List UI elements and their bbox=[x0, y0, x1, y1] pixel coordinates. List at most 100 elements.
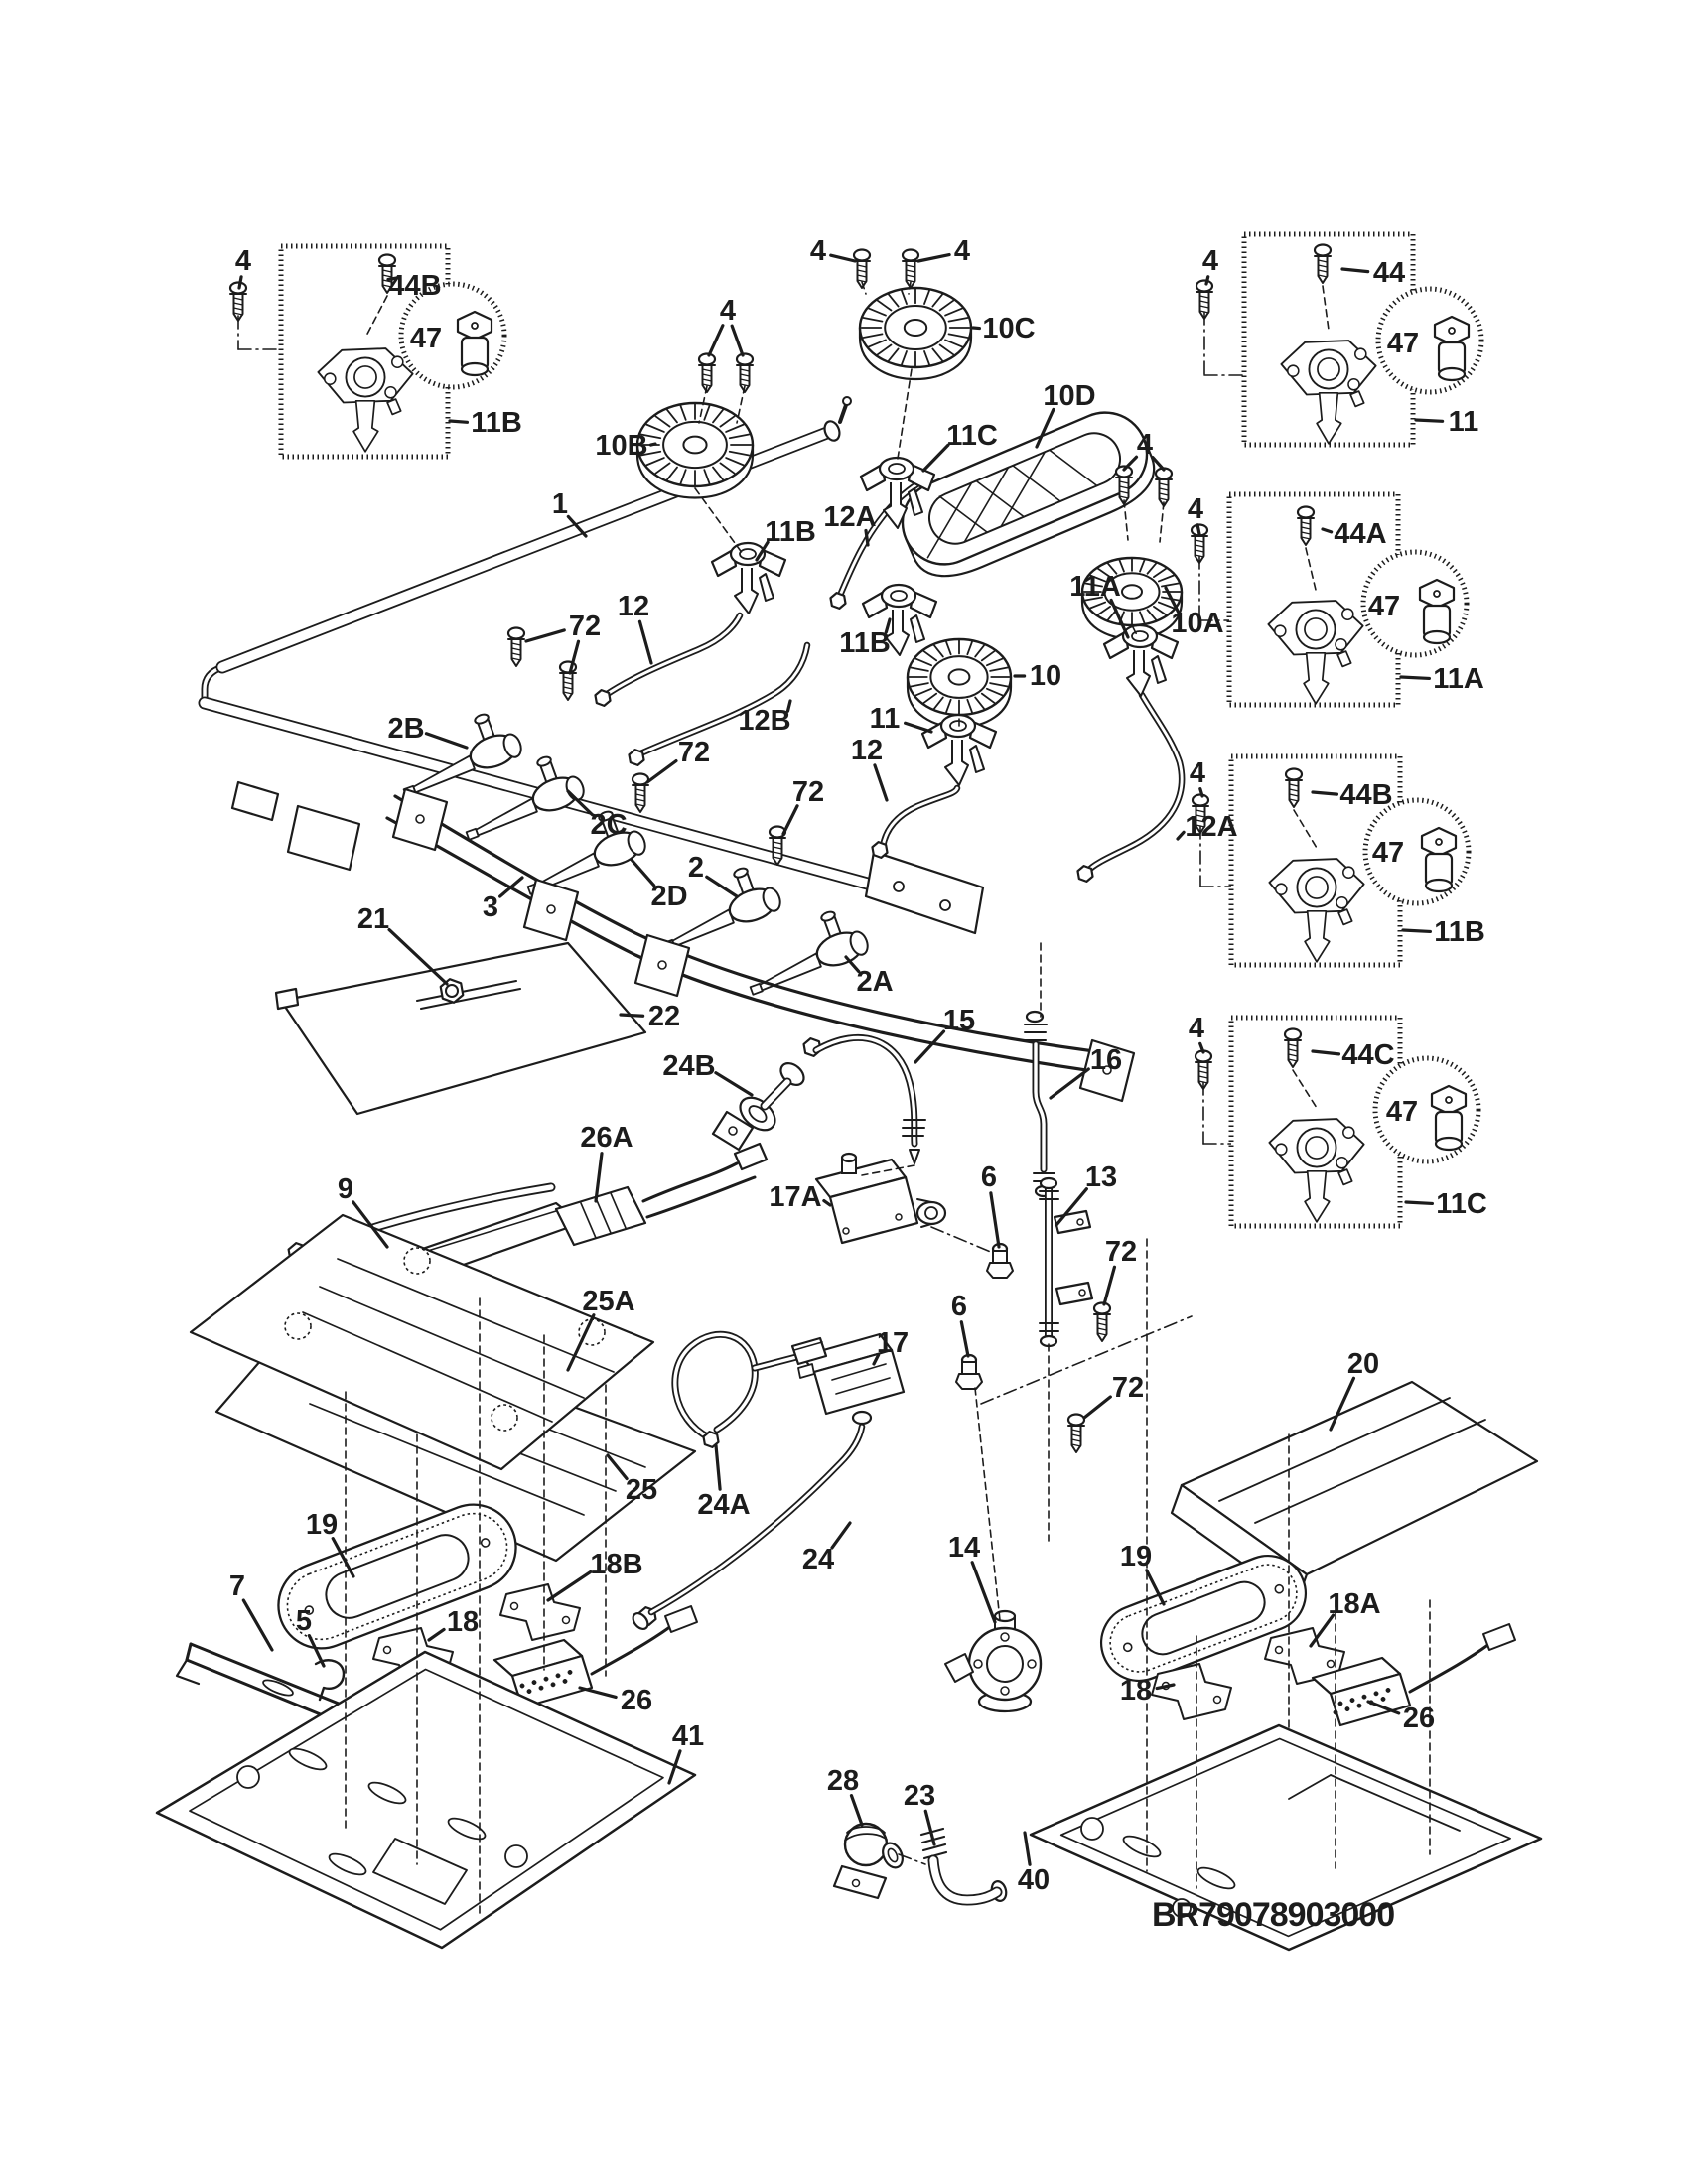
callout-24B: 24B bbox=[662, 1050, 715, 1082]
callout-23: 23 bbox=[904, 1780, 935, 1812]
callout-11A: 11A bbox=[1433, 663, 1484, 695]
callout-47: 47 bbox=[1368, 591, 1400, 622]
burner-valve-body bbox=[1268, 858, 1365, 963]
bottom-pan-41 bbox=[155, 1650, 697, 1950]
callout-2B: 2B bbox=[387, 713, 424, 745]
leader-line bbox=[648, 442, 657, 447]
leader-line bbox=[568, 639, 581, 675]
leader-line bbox=[1311, 1049, 1341, 1056]
burner-ring-10 bbox=[906, 637, 1013, 729]
leader-line bbox=[566, 789, 595, 817]
leader-line bbox=[1164, 586, 1180, 614]
leader-line bbox=[872, 1353, 881, 1366]
callout-6: 6 bbox=[981, 1161, 997, 1193]
detail-inset-box bbox=[278, 243, 507, 460]
callout-18: 18 bbox=[447, 1606, 479, 1638]
leader-line bbox=[916, 252, 951, 263]
leader-line bbox=[1049, 1067, 1090, 1100]
leader-line bbox=[566, 514, 588, 538]
callout-4: 4 bbox=[1189, 1013, 1204, 1044]
burner-plate-19 bbox=[277, 1503, 517, 1650]
screw-icon bbox=[1066, 1413, 1086, 1453]
callout-2: 2 bbox=[688, 852, 704, 884]
callout-47: 47 bbox=[1372, 837, 1404, 869]
screw-icon bbox=[1191, 793, 1210, 834]
callout-11A: 11A bbox=[1069, 571, 1121, 603]
bracket-18-right bbox=[1151, 1663, 1232, 1720]
screw-icon bbox=[768, 825, 787, 866]
screw-icon bbox=[1313, 243, 1333, 284]
griddle-burner-10D bbox=[901, 411, 1156, 578]
leader-line bbox=[1309, 1613, 1336, 1648]
callout-17A: 17A bbox=[769, 1181, 821, 1213]
burner-head-11 bbox=[920, 713, 998, 786]
callout-13: 13 bbox=[1085, 1161, 1117, 1193]
screw-icon bbox=[1114, 465, 1134, 505]
leader-line bbox=[829, 253, 857, 263]
shutoff-valve-28 bbox=[832, 1822, 904, 1900]
callout-11B: 11B bbox=[765, 516, 816, 548]
leader-line bbox=[427, 1627, 446, 1642]
leader-line bbox=[1155, 1683, 1176, 1691]
leader-line bbox=[386, 276, 399, 282]
screw-icon bbox=[852, 248, 872, 289]
leader-line bbox=[1204, 275, 1210, 286]
leader-line bbox=[884, 617, 892, 634]
screw-icon bbox=[697, 352, 717, 393]
leader-line bbox=[448, 419, 470, 424]
callout-11: 11 bbox=[1449, 406, 1479, 438]
leader-line bbox=[1311, 790, 1339, 796]
leader-line bbox=[524, 628, 566, 643]
callout-41: 41 bbox=[672, 1720, 704, 1752]
callout-18A: 18A bbox=[1328, 1588, 1380, 1620]
leader-line bbox=[785, 699, 792, 713]
callout-72: 72 bbox=[569, 611, 601, 642]
callout-44B: 44B bbox=[388, 270, 441, 302]
callout-18B: 18B bbox=[590, 1549, 642, 1580]
callout-11B: 11B bbox=[471, 407, 522, 439]
screw-icon bbox=[1092, 1301, 1112, 1342]
burner-valve-body bbox=[1267, 600, 1364, 705]
leader-line bbox=[1176, 830, 1186, 841]
callout-12A: 12A bbox=[823, 501, 876, 533]
callout-11: 11 bbox=[870, 703, 901, 735]
callout-72: 72 bbox=[678, 737, 710, 768]
leader-line bbox=[241, 1598, 274, 1652]
leader-line bbox=[1414, 418, 1445, 423]
callout-12: 12 bbox=[618, 591, 649, 622]
spark-module-17 bbox=[797, 1332, 906, 1426]
leader-line bbox=[914, 1029, 946, 1064]
spark-module-26-right bbox=[1311, 1623, 1516, 1727]
leader-line bbox=[1023, 1831, 1032, 1866]
leader-line bbox=[989, 1191, 1001, 1249]
leader-line bbox=[387, 927, 449, 986]
screw-icon bbox=[506, 626, 526, 667]
leader-line bbox=[331, 1537, 355, 1578]
callout-19: 19 bbox=[306, 1509, 338, 1541]
leader-line bbox=[619, 1013, 645, 1018]
screw-icon bbox=[901, 248, 920, 289]
burner-head-11B-2 bbox=[861, 583, 938, 656]
screw-icon bbox=[1194, 1049, 1213, 1090]
callout-72: 72 bbox=[792, 776, 824, 808]
callout-4: 4 bbox=[1137, 429, 1153, 461]
callout-10B: 10B bbox=[595, 430, 647, 462]
callout-26: 26 bbox=[621, 1685, 652, 1716]
leader-line bbox=[970, 1561, 997, 1624]
callout-44B: 44B bbox=[1339, 779, 1392, 811]
detail-inset-box bbox=[1226, 491, 1470, 708]
callout-21: 21 bbox=[357, 903, 389, 935]
callout-17: 17 bbox=[877, 1327, 909, 1359]
callout-12: 12 bbox=[851, 735, 883, 766]
bracket-18B bbox=[499, 1583, 581, 1641]
leader-line bbox=[849, 1794, 864, 1827]
callout-14: 14 bbox=[948, 1532, 980, 1564]
callout-44: 44 bbox=[1373, 257, 1405, 289]
callout-26: 26 bbox=[1403, 1703, 1435, 1734]
leader-line bbox=[781, 804, 799, 836]
callout-11C: 11C bbox=[946, 420, 998, 452]
leader-line bbox=[424, 732, 469, 750]
